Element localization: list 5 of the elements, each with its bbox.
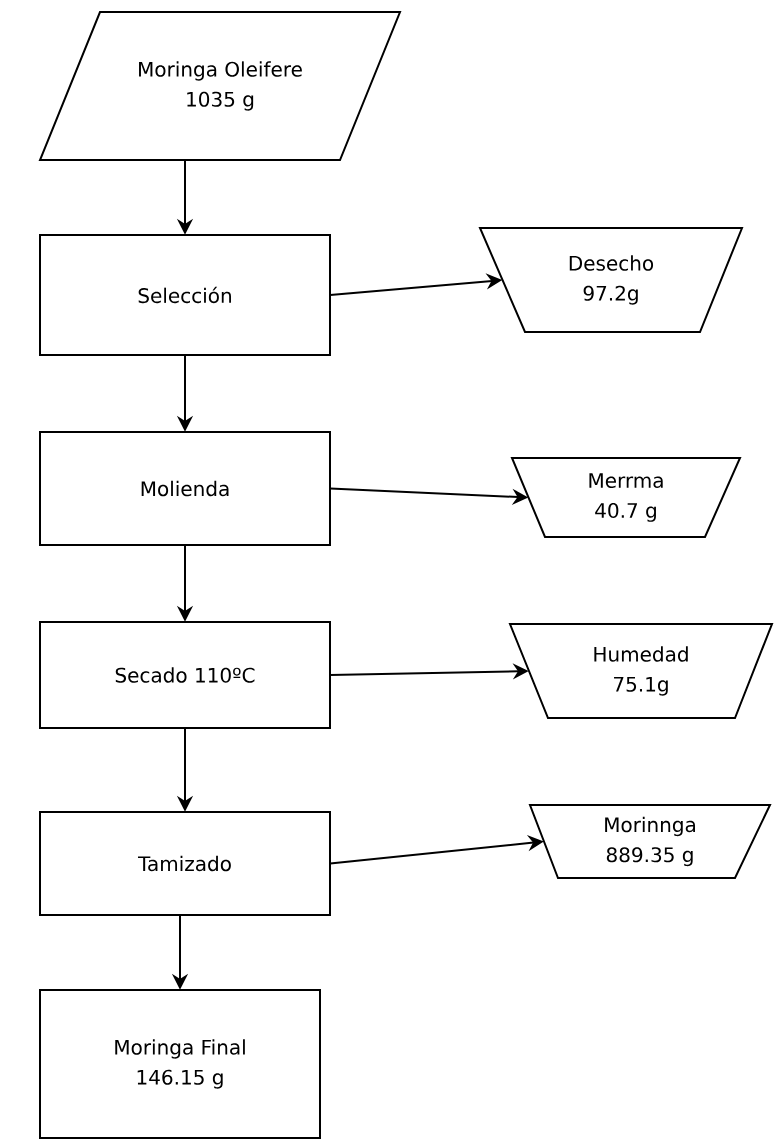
- process-box: Moringa Final 146.15 g: [39, 989, 321, 1139]
- process-box: Molienda: [39, 431, 331, 546]
- process-box: Selección: [39, 234, 331, 356]
- process-box: Tamizado: [39, 811, 331, 916]
- process-box: Secado 110ºC: [39, 621, 331, 729]
